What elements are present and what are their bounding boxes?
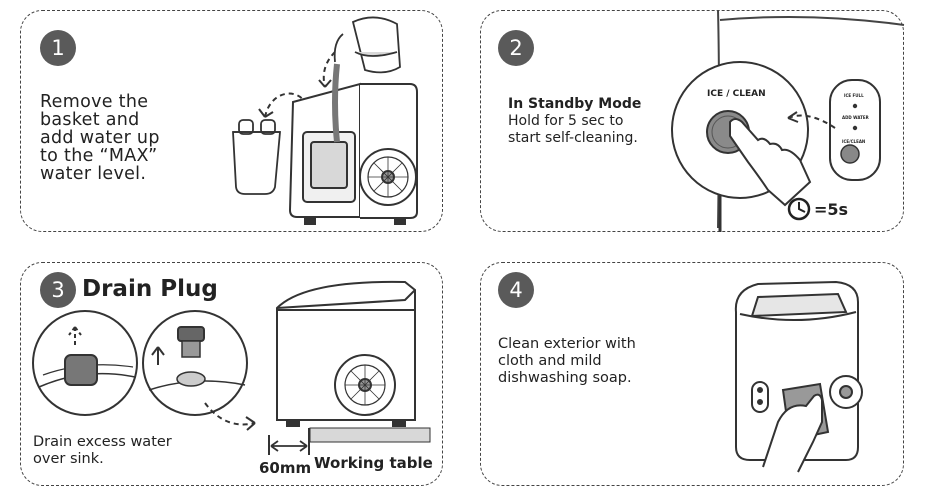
step-3-badge: 3 bbox=[40, 272, 76, 308]
basket-icon bbox=[232, 119, 281, 195]
step-1-badge: 1 bbox=[40, 30, 76, 66]
step-2-badge: 2 bbox=[498, 30, 534, 66]
small-ice-clean-button-icon bbox=[840, 144, 860, 164]
ice-clean-button-illustration bbox=[671, 9, 905, 232]
ice-maker-side-icon bbox=[276, 280, 416, 427]
step-3-instructions: Drain excess water over sink. bbox=[33, 434, 172, 467]
timer-label: =5s bbox=[814, 200, 849, 219]
finger-press-icon bbox=[729, 118, 812, 207]
curved-arrow-icon bbox=[264, 92, 306, 118]
step-1-instructions: Remove the basket and add water up to th… bbox=[40, 92, 160, 184]
drain-plug-icon bbox=[64, 354, 98, 386]
ice-clean-small-label: ICE/CLEAN bbox=[842, 139, 866, 144]
working-table-label: Working table bbox=[314, 454, 433, 472]
dashed-arrow-icon bbox=[204, 402, 256, 431]
dimension-arrow-icon bbox=[270, 440, 308, 452]
working-table-icon bbox=[309, 427, 431, 443]
hand-icon bbox=[762, 393, 823, 473]
ice-full-label: ICE FULL bbox=[844, 93, 864, 98]
drain-plug-closeups bbox=[32, 310, 248, 416]
removed-plug-icon bbox=[177, 326, 205, 342]
standby-mode-heading: In Standby Mode bbox=[508, 96, 642, 112]
step-4-panel bbox=[480, 262, 904, 486]
step-2-instructions: Hold for 5 sec to start self-cleaning. bbox=[508, 113, 638, 146]
pointer-arrow-icon bbox=[787, 114, 836, 129]
drain-plug-title: Drain Plug bbox=[82, 276, 218, 302]
distance-label: 60mm bbox=[259, 459, 312, 477]
step-4-badge: 4 bbox=[498, 272, 534, 308]
step-4-instructions: Clean exterior with cloth and mild dishw… bbox=[498, 336, 636, 386]
ice-maker-side-illustration bbox=[268, 280, 431, 455]
ice-maker-front-icon bbox=[734, 280, 863, 461]
step-3-panel bbox=[20, 262, 443, 486]
pitcher-icon bbox=[332, 16, 401, 143]
drain-hole-icon bbox=[176, 371, 206, 387]
add-water-label: ADD WATER bbox=[842, 115, 869, 120]
ice-clean-label: ICE / CLEAN bbox=[707, 89, 766, 99]
ice-maker-fill-illustration bbox=[232, 16, 418, 225]
ice-maker-icon bbox=[288, 82, 418, 225]
step-1-panel bbox=[20, 10, 443, 232]
step-2-panel bbox=[480, 10, 904, 232]
ice-maker-cleaning-illustration bbox=[734, 280, 863, 473]
